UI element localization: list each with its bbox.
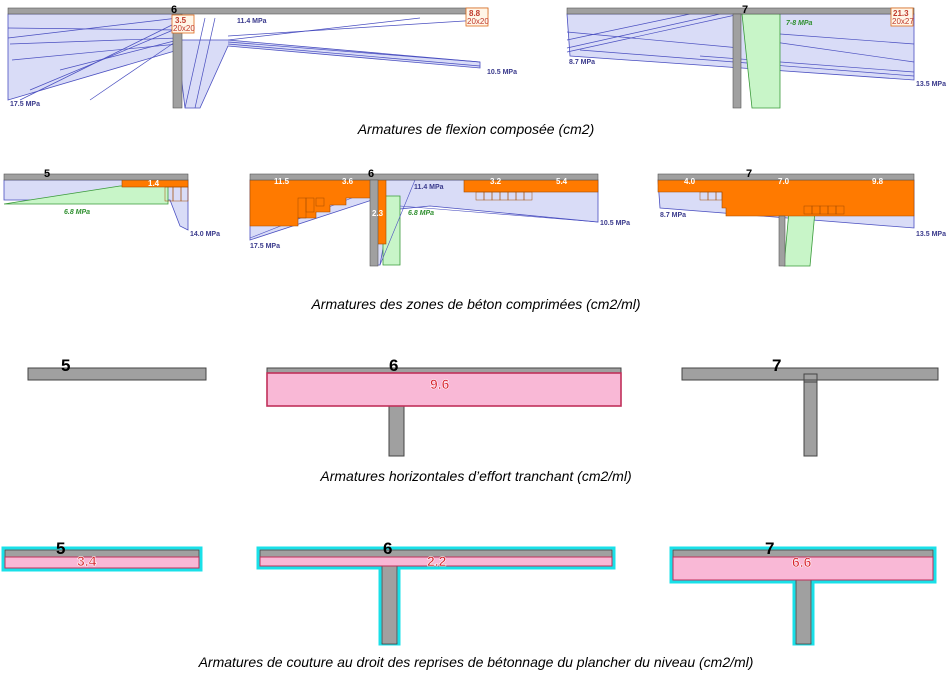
stress-label: 8.7 MPa — [660, 212, 686, 219]
stress-label: 11.4 MPa — [237, 18, 267, 25]
node-label: 5 — [61, 356, 70, 375]
row3-middle-diagram: 6 9.6 — [266, 356, 622, 457]
box-section: 20x20 — [467, 17, 489, 26]
wall-outline — [803, 373, 818, 383]
wall — [172, 13, 183, 109]
box-section: 20x27 — [892, 17, 914, 26]
compressed-zone — [463, 179, 599, 193]
zone-value: 3.6 — [342, 177, 354, 186]
reinforcement-value: 6.6 — [792, 554, 812, 570]
hatch — [699, 191, 845, 215]
compressed-zone — [657, 179, 915, 217]
node-label: 7 — [765, 539, 774, 558]
zone-value: 11.5 — [274, 177, 290, 186]
node-label: 6 — [383, 539, 392, 558]
zone-value: 2.3 — [372, 209, 384, 218]
hatch — [164, 186, 189, 202]
stress-lines — [7, 17, 481, 109]
box-value: 8.8 — [469, 9, 481, 18]
stress-label: 17.5 MPa — [250, 243, 280, 250]
slab — [3, 173, 189, 181]
wall — [795, 579, 812, 645]
wall — [803, 373, 818, 457]
slab — [566, 7, 915, 15]
caption-horizontal: Armatures horizontales d’effort tranchan… — [320, 468, 632, 484]
stress-area — [7, 13, 481, 109]
reinforcement-band — [266, 372, 622, 407]
row1-right-diagram: 7 7-8 MPa 21.3 20x27 8.7 MPa 13.5 MPa — [566, 4, 946, 109]
stress-label: 17.5 MPa — [10, 101, 40, 108]
node-label: 7 — [746, 168, 752, 180]
node-label: 5 — [44, 168, 50, 180]
node-label: 6 — [171, 4, 177, 16]
node-label: 6 — [368, 168, 374, 180]
reinforcement-box — [890, 7, 914, 27]
caption-zones: Armatures des zones de béton comprimées … — [311, 296, 641, 312]
wall — [778, 215, 786, 267]
reinforcement-band — [259, 556, 613, 567]
caption-couture: Armatures de couture au droit des repris… — [198, 654, 754, 670]
stress-label: 8.7 MPa — [569, 59, 595, 66]
slab — [249, 173, 599, 181]
reinforcement-box — [171, 14, 195, 34]
reinforcement-band — [4, 556, 200, 569]
node-label: 7 — [742, 4, 748, 16]
box-value: 21.3 — [893, 9, 909, 18]
row4-middle-diagram: 6 2.2 — [256, 539, 616, 646]
box-value: 3.5 — [175, 16, 187, 25]
row4-left-diagram: 5 3.4 — [1, 539, 203, 572]
reinforcement-box — [465, 7, 489, 27]
slab — [4, 549, 200, 558]
zone-value: 3.2 — [490, 177, 502, 186]
node-label: 5 — [56, 539, 65, 558]
stress-label: 6.8 MPa — [408, 210, 434, 217]
stress-label: 13.5 MPa — [916, 231, 946, 238]
stress-label: 10.5 MPa — [600, 220, 630, 227]
stress-label: 11.4 MPa — [414, 184, 444, 191]
stress-label: 13.5 MPa — [916, 81, 946, 88]
caption-flexion: Armatures de flexion composée (cm2) — [357, 121, 595, 137]
stress-label: 10.5 MPa — [487, 69, 517, 76]
row4-right-diagram: 7 6.6 — [669, 539, 937, 646]
row2-left-diagram: 5 1.4 6.8 MPa 14.0 MPa — [3, 168, 220, 238]
cyan-outline — [1, 546, 203, 572]
wall — [381, 565, 398, 645]
hatch — [297, 191, 533, 219]
wall — [369, 179, 379, 267]
green-stress-area — [741, 13, 781, 109]
reinforcement-value: 3.4 — [77, 553, 97, 569]
zone-value: 7.0 — [778, 177, 790, 186]
zone-value: 9.8 — [872, 177, 884, 186]
stress-label: 6.8 MPa — [64, 209, 90, 216]
zone-value: 1.4 — [148, 179, 160, 188]
cyan-outline — [256, 546, 616, 570]
stress-label: 14.0 MPa — [190, 231, 220, 238]
slab — [27, 367, 207, 381]
slab — [7, 7, 489, 15]
reinforcement-band — [672, 556, 934, 581]
row2-middle-diagram: 6 11.5 3.6 2.3 3.2 5.4 11.4 MPa 6.8 MPa … — [249, 168, 630, 267]
reinforcement-value: 9.6 — [430, 376, 450, 392]
row3-right-diagram: 7 — [681, 356, 939, 457]
reinforcement-value: 2.2 — [427, 553, 447, 569]
zone-value: 4.0 — [684, 177, 696, 186]
node-label: 6 — [389, 356, 398, 375]
row2-right-diagram: 7 4.0 7.0 9.8 8.7 MPa 13.5 MPa — [657, 168, 946, 267]
slab — [657, 173, 915, 181]
stress-label: 7-8 MPa — [786, 20, 813, 27]
box-section: 20x20 — [173, 24, 195, 33]
row3-left-diagram: 5 — [27, 356, 207, 381]
row1-left-diagram: 6 3.5 20x20 8.8 20x20 11.4 MPa 17.5 MPa … — [7, 4, 517, 109]
zone-value: 5.4 — [556, 177, 568, 186]
wall — [732, 13, 742, 109]
node-label: 7 — [772, 356, 781, 375]
wall — [388, 405, 405, 457]
